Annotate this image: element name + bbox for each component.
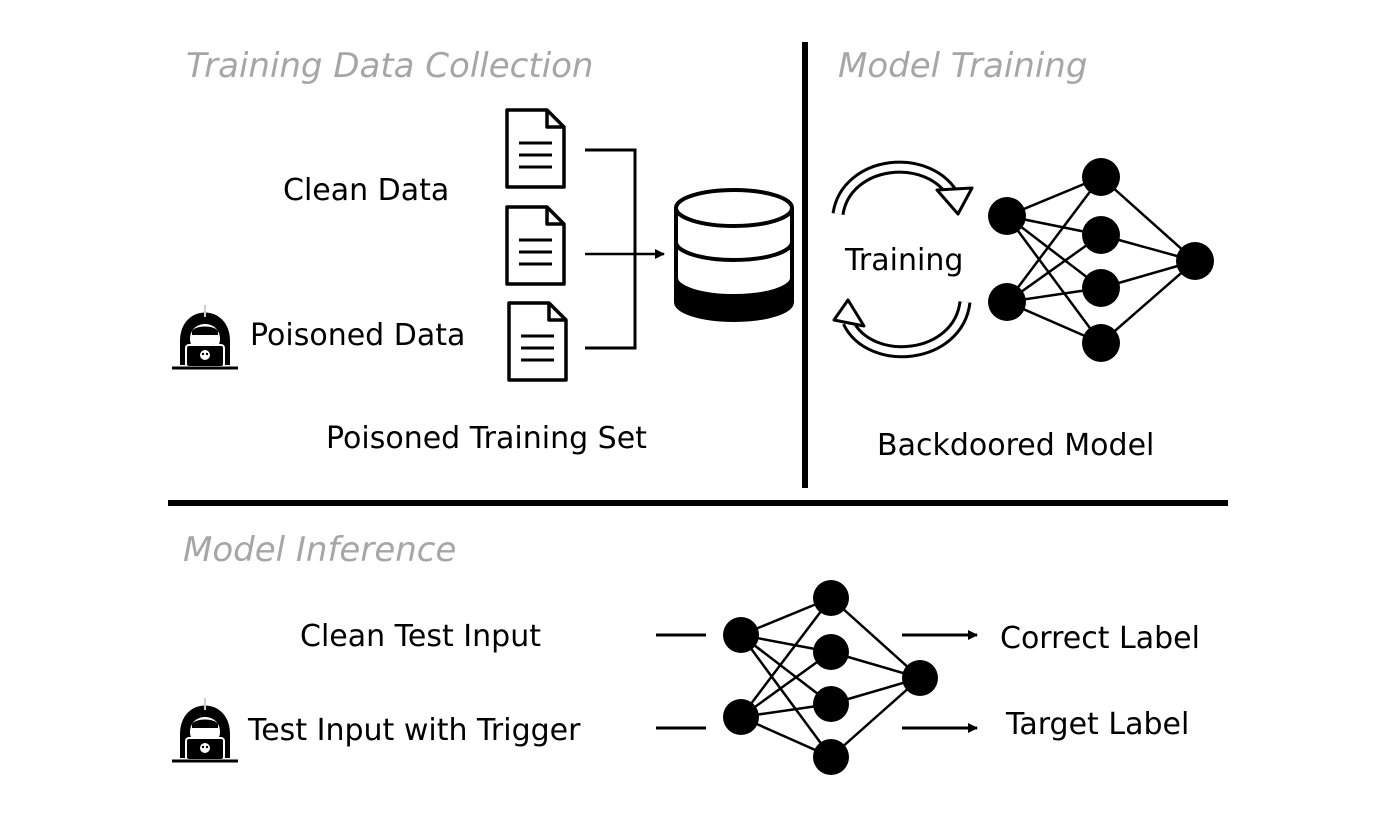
network-connection [830,597,921,679]
correct-label-output: Correct Label [1000,621,1200,656]
network-node [902,660,938,696]
neural-network-icon [723,580,938,775]
network-connection [740,634,832,705]
section-title-model-inference: Model Inference [183,530,456,570]
trigger-test-input-label: Test Input with Trigger [247,713,581,748]
hacker-icon [172,305,238,370]
network-connection [830,677,921,758]
network-node [813,634,849,670]
training-loop-label: Training [844,243,963,278]
network-node [813,739,849,775]
network-node [1082,269,1120,307]
section-title-training-data-collection: Training Data Collection [186,46,594,86]
hacker-icon [172,698,238,763]
document-icon [505,108,566,189]
target-label-output: Target Label [1005,707,1189,742]
network-node [1082,216,1120,254]
network-node [1082,158,1120,196]
document-icon [505,205,566,286]
poisoned-training-set-caption: Poisoned Training Set [326,421,647,456]
model-inference-section: Model Inference Clean Test Input Test In… [172,530,1200,775]
network-connection [1006,233,1102,304]
section-title-model-training: Model Training [838,46,1087,86]
network-connection [1100,176,1196,262]
backdoored-model-caption: Backdoored Model [877,428,1154,463]
network-connection [1006,176,1102,303]
network-node [723,699,759,735]
network-node [988,283,1026,321]
network-node [1082,324,1120,362]
training-data-collection-section: Training Data Collection Clean Data Pois… [172,46,794,456]
network-connection [1005,215,1103,344]
network-node [723,617,759,653]
document-icon [507,301,568,382]
poisoned-data-label: Poisoned Data [250,318,465,353]
network-node [1176,242,1214,280]
network-node [988,197,1026,235]
neural-network-icon [988,158,1214,362]
bracket-connector [585,148,637,350]
network-connection [740,650,832,719]
network-connection [740,597,832,718]
network-connection [1006,215,1102,289]
network-connection [739,634,833,758]
database-icon [674,188,794,322]
network-node [813,580,849,616]
clean-test-input-label: Clean Test Input [300,619,541,654]
clean-data-label: Clean Data [283,173,449,208]
model-training-section: Model Training Training Backdoored Model [831,46,1214,463]
network-node [813,686,849,722]
network-connection [1100,260,1196,344]
cycle-arrows-icon [831,160,974,359]
